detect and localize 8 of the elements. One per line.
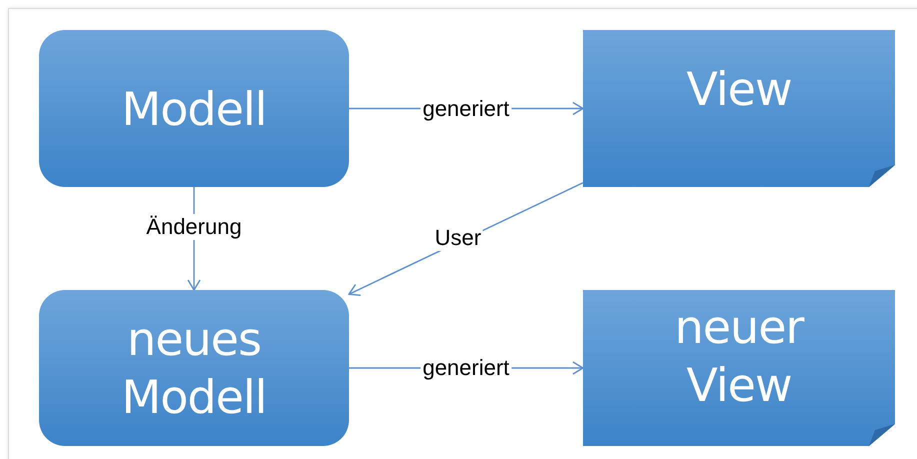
rounded-box xyxy=(39,290,349,446)
node-label: Modell xyxy=(120,80,268,138)
rounded-box xyxy=(39,30,349,187)
document-box xyxy=(583,290,895,446)
document-box xyxy=(583,30,895,187)
node-label: neues Modell xyxy=(120,311,268,426)
node-label: neuer View xyxy=(674,299,806,414)
node-label: View xyxy=(685,60,793,118)
